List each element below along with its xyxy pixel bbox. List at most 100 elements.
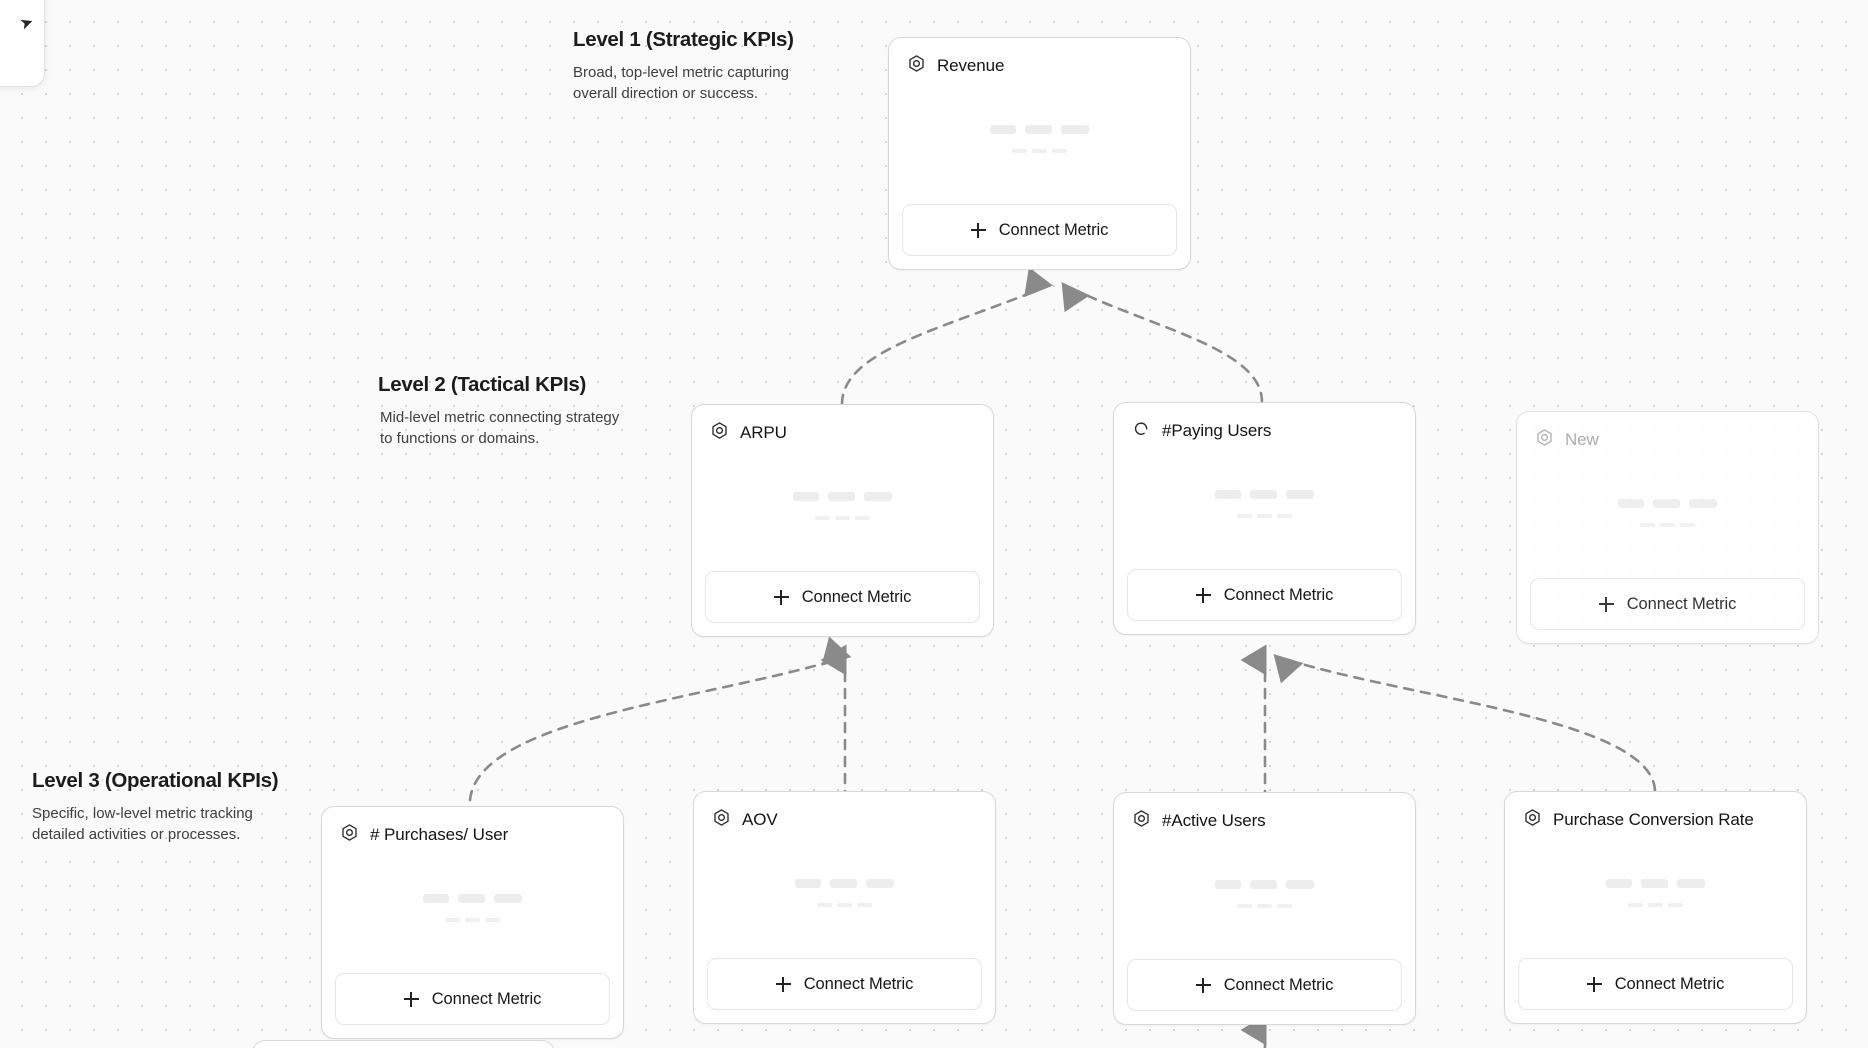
skeleton-bar bbox=[1061, 125, 1089, 134]
skeleton-bar bbox=[485, 918, 500, 922]
level-3-description: Specific, low-level metric tracking deta… bbox=[32, 805, 253, 843]
skeleton-bar bbox=[1641, 879, 1668, 888]
edge-arpu-revenue bbox=[840, 267, 1054, 406]
metric-card-new[interactable]: New Connect Metric bbox=[1516, 411, 1819, 644]
connect-metric-button-revenue[interactable]: Connect Metric bbox=[902, 204, 1177, 256]
skeleton-row-primary bbox=[1606, 879, 1705, 888]
card-skeleton-purchases-user bbox=[322, 847, 623, 973]
skeleton-bar bbox=[866, 879, 894, 888]
connect-metric-label: Connect Metric bbox=[431, 989, 542, 1008]
card-skeleton-aov bbox=[694, 832, 995, 958]
level-1-description: Broad, top-level metric capturing overal… bbox=[573, 64, 789, 102]
hexagon-icon bbox=[907, 54, 926, 78]
skeleton-bar bbox=[835, 516, 850, 520]
skeleton-row-secondary bbox=[1628, 903, 1683, 907]
skeleton-bar bbox=[817, 903, 832, 907]
skeleton-bar bbox=[445, 918, 460, 922]
skeleton-row-primary bbox=[795, 879, 894, 888]
skeleton-bar bbox=[1680, 523, 1695, 527]
skeleton-bar bbox=[1237, 514, 1252, 518]
skeleton-bar bbox=[857, 903, 872, 907]
skeleton-row-secondary bbox=[1012, 149, 1067, 153]
skeleton-bar bbox=[1606, 879, 1632, 888]
plus-icon bbox=[403, 991, 419, 1007]
card-header-new: New bbox=[1517, 412, 1818, 452]
card-skeleton-purchase-cvr bbox=[1505, 832, 1806, 958]
skeleton-row-secondary bbox=[445, 918, 500, 922]
edge-purchases-arpu bbox=[468, 636, 852, 802]
connect-metric-label: Connect Metric bbox=[803, 974, 914, 993]
skeleton-row-secondary bbox=[815, 516, 870, 520]
level-3-title: Level 3 (Operational KPIs) bbox=[32, 769, 279, 792]
skeleton-row-primary bbox=[1215, 880, 1314, 889]
card-title-purchase-cvr: Purchase Conversion Rate bbox=[1553, 810, 1754, 829]
connect-metric-button-aov[interactable]: Connect Metric bbox=[707, 958, 982, 1010]
skeleton-bar bbox=[1257, 514, 1272, 518]
metric-card-purchases-user[interactable]: # Purchases/ User Connect Metric bbox=[321, 806, 624, 1039]
skeleton-row-secondary bbox=[817, 903, 872, 907]
skeleton-bar bbox=[1277, 904, 1292, 908]
card-header-active-users: #Active Users bbox=[1114, 793, 1415, 833]
skeleton-bar bbox=[1640, 523, 1655, 527]
skeleton-row-primary bbox=[990, 125, 1089, 134]
metric-card-purchase-cvr[interactable]: Purchase Conversion Rate Connect Metric bbox=[1504, 791, 1807, 1024]
card-skeleton-arpu bbox=[692, 445, 993, 571]
plus-icon bbox=[970, 222, 986, 238]
skeleton-bar bbox=[423, 894, 449, 903]
connect-metric-button-active-users[interactable]: Connect Metric bbox=[1127, 959, 1402, 1011]
card-header-aov: AOV bbox=[694, 792, 995, 832]
skeleton-bar bbox=[465, 918, 480, 922]
card-skeleton-active-users bbox=[1114, 833, 1415, 959]
hexagon-icon bbox=[712, 808, 731, 832]
level-2-description: Mid-level metric connecting strategy to … bbox=[380, 409, 620, 447]
connect-metric-label: Connect Metric bbox=[1614, 974, 1725, 993]
skeleton-row-primary bbox=[1618, 499, 1717, 508]
metric-card-aov[interactable]: AOV Connect Metric bbox=[693, 791, 996, 1024]
metric-card-paying-users[interactable]: #Paying Users Connect Metric bbox=[1113, 402, 1416, 635]
connect-metric-button-new[interactable]: Connect Metric bbox=[1530, 578, 1805, 630]
metric-card-revenue[interactable]: Revenue Connect Metric bbox=[888, 37, 1191, 270]
skeleton-bar bbox=[1250, 490, 1277, 499]
skeleton-row-secondary bbox=[1640, 523, 1695, 527]
skeleton-bar bbox=[1257, 904, 1272, 908]
card-header-arpu: ARPU bbox=[692, 405, 993, 445]
plus-icon bbox=[1586, 976, 1602, 992]
connect-metric-label: Connect Metric bbox=[801, 587, 912, 606]
spinner-icon bbox=[1132, 419, 1151, 443]
connect-metric-button-arpu[interactable]: Connect Metric bbox=[705, 571, 980, 623]
metric-card-offscreen-bottom-left[interactable] bbox=[252, 1040, 555, 1048]
skeleton-row-primary bbox=[1215, 490, 1314, 499]
skeleton-row-secondary bbox=[1237, 514, 1292, 518]
skeleton-bar bbox=[828, 492, 855, 501]
plus-icon bbox=[1598, 596, 1614, 612]
metric-card-active-users[interactable]: #Active Users Connect Metric bbox=[1113, 792, 1416, 1025]
skeleton-bar bbox=[1628, 903, 1643, 907]
card-skeleton-paying-users bbox=[1114, 443, 1415, 569]
skeleton-bar bbox=[1215, 490, 1241, 499]
skeleton-bar bbox=[1618, 499, 1644, 508]
card-title-purchases-user: # Purchases/ User bbox=[370, 825, 509, 844]
card-header-paying-users: #Paying Users bbox=[1114, 403, 1415, 443]
skeleton-bar bbox=[1052, 149, 1067, 153]
hexagon-icon bbox=[340, 823, 359, 847]
connect-metric-label: Connect Metric bbox=[1223, 585, 1334, 604]
connect-metric-button-paying-users[interactable]: Connect Metric bbox=[1127, 569, 1402, 621]
connect-metric-button-purchases-user[interactable]: Connect Metric bbox=[335, 973, 610, 1025]
connect-metric-label: Connect Metric bbox=[998, 220, 1109, 239]
level-3-label: Level 3 (Operational KPIs) Specific, low… bbox=[32, 769, 287, 845]
skeleton-bar bbox=[1286, 880, 1314, 889]
connect-metric-label: Connect Metric bbox=[1626, 594, 1737, 613]
skeleton-bar bbox=[990, 125, 1016, 134]
skeleton-bar bbox=[494, 894, 522, 903]
hexagon-icon bbox=[1132, 809, 1151, 833]
skeleton-bar bbox=[815, 516, 830, 520]
skeleton-bar bbox=[1012, 149, 1027, 153]
skeleton-bar bbox=[1677, 879, 1705, 888]
card-header-purchases-user: # Purchases/ User bbox=[322, 807, 623, 847]
card-header-purchase-cvr: Purchase Conversion Rate bbox=[1505, 792, 1806, 832]
floating-corner-panel[interactable]: ➤ bbox=[0, 0, 45, 87]
skeleton-bar bbox=[1286, 490, 1314, 499]
metric-card-arpu[interactable]: ARPU Connect Metric bbox=[691, 404, 994, 637]
connect-metric-button-purchase-cvr[interactable]: Connect Metric bbox=[1518, 958, 1793, 1010]
